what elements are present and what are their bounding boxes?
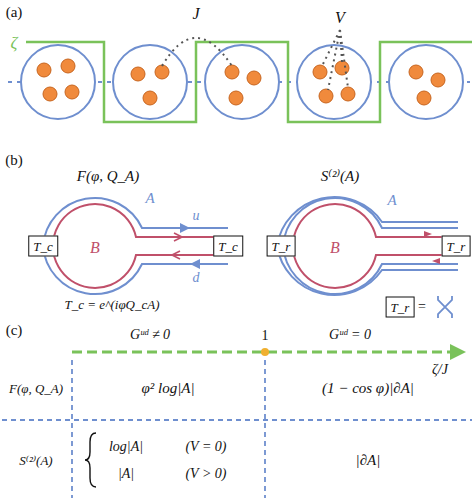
- table-cell: (1 − cos φ)|∂A|: [322, 381, 414, 396]
- table-cell: |A|: [118, 467, 134, 481]
- row-label: F(φ, Q_A): [9, 382, 63, 395]
- operator-box: T_r: [267, 236, 296, 257]
- sites: [21, 45, 463, 119]
- interaction-label: V: [335, 10, 345, 26]
- region-a-loop: [43, 198, 228, 294]
- operator-label: T_c: [218, 239, 238, 254]
- branch-label: d: [192, 271, 201, 285]
- hopping-label: J: [192, 6, 199, 22]
- panel-tag: (b): [5, 153, 23, 168]
- table-grid: [2, 360, 472, 498]
- phase-label: Gᵘᵈ = 0: [329, 328, 371, 342]
- quantity-title: S⁽²⁾(A): [321, 169, 360, 184]
- region-b-loop: [53, 204, 214, 288]
- table-cell: (V = 0): [185, 440, 226, 454]
- operator-label: T_r: [391, 300, 410, 315]
- region-b-loop: [293, 204, 454, 288]
- flow-arrows: [424, 231, 440, 264]
- interaction-lines: [322, 30, 348, 90]
- operator-label: T_r: [447, 239, 466, 254]
- flow-arrows: [180, 223, 200, 269]
- region-a-loop-copy: [277, 197, 458, 295]
- region-label: B: [330, 240, 340, 256]
- branch-label: u: [192, 209, 201, 223]
- table-cell: |∂A|: [356, 453, 381, 468]
- region-label: A: [145, 191, 154, 206]
- operator-label: T_r: [272, 239, 291, 254]
- operator-label: T_c: [33, 239, 53, 254]
- particles: [37, 59, 445, 105]
- hopping-arc: [162, 38, 232, 66]
- flow-arrows-red: [172, 233, 182, 259]
- region-label: B: [90, 240, 100, 256]
- region-a-loop: [283, 198, 458, 294]
- operator-box: T_c: [28, 236, 58, 257]
- row-label: S⁽²⁾(A): [19, 454, 52, 467]
- brace: [85, 433, 96, 487]
- operator-box: T_c: [213, 236, 243, 257]
- swap-symbol: [438, 296, 452, 318]
- panel-tag: (a): [6, 5, 23, 20]
- table-cell: log|A|: [109, 440, 143, 454]
- table-cell: φ² log|A|: [141, 381, 194, 396]
- operator-definition: T_c = e^(iφQ_cA): [64, 298, 159, 311]
- axis-label: ζ/J: [432, 363, 448, 377]
- phase-label: Gᵘᵈ ≠ 0: [130, 328, 170, 342]
- equals-sign: =: [418, 300, 426, 314]
- critical-point: [261, 348, 269, 356]
- param-label: ζ: [11, 34, 18, 51]
- panel-tag: (c): [6, 323, 23, 338]
- table-cell: (V > 0): [185, 467, 226, 481]
- quantity-title: F(φ, Q_A): [77, 169, 139, 184]
- critical-value: 1: [262, 329, 269, 343]
- operator-box: T_r: [386, 297, 415, 318]
- operator-box: T_r: [442, 236, 471, 257]
- axis-head: [450, 344, 466, 360]
- region-label: A: [387, 193, 396, 208]
